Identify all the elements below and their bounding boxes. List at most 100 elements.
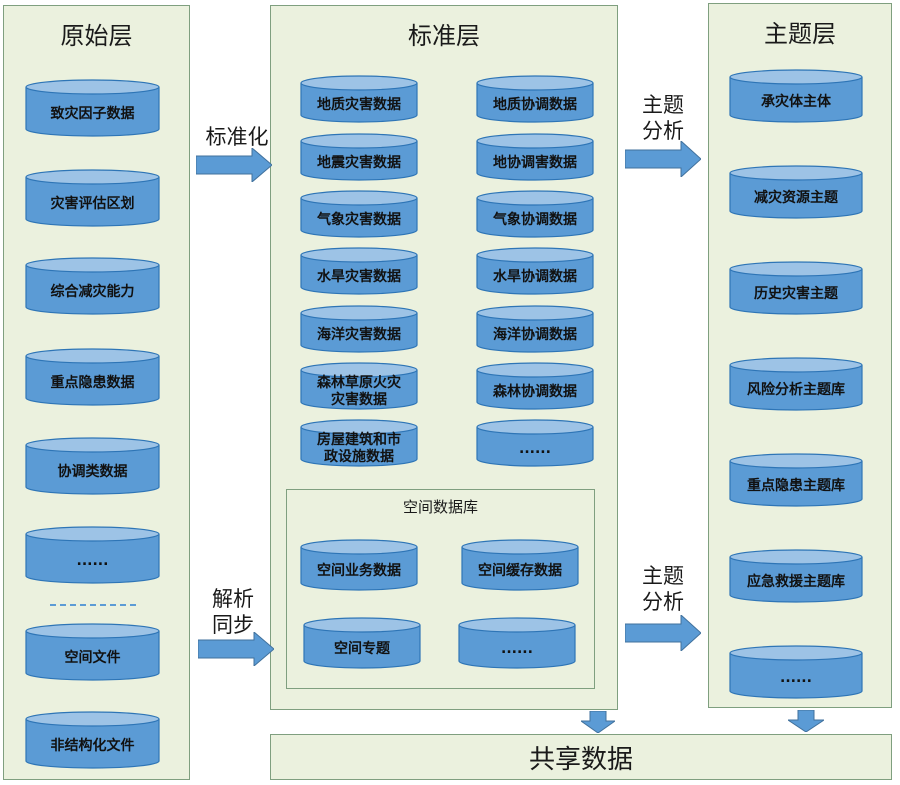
spatial-item-3-label: ...... (501, 640, 533, 657)
standardize-label: 标准化 (205, 125, 269, 149)
sync-label: 同步 (212, 613, 254, 637)
database-cylinder-icon (729, 261, 863, 315)
spatial-item-0: 空间业务数据 (300, 539, 418, 591)
raw-item-0: 致灾因子数据 (25, 79, 160, 137)
spatial-item-2: 空间专题 (303, 617, 421, 669)
standard-right-item-3: 水旱协调数据 (476, 247, 594, 295)
parse-sync-label: 解析 同步 (208, 586, 258, 638)
standard-left-item-2: 气象灾害数据 (300, 190, 418, 238)
standard-left-item-1: 地震灾害数据 (300, 133, 418, 181)
raw-layer-title: 原始层 (60, 22, 133, 50)
database-cylinder-icon (300, 247, 418, 295)
database-cylinder-icon (25, 348, 160, 406)
standard-right-item-2-label: 气象协调数据 (493, 211, 577, 228)
theme-item-4: 重点隐患主题库 (729, 453, 863, 507)
theme-item-2: 历史灾害主题 (729, 261, 863, 315)
raw-item-4: 协调类数据 (25, 437, 160, 495)
standard-left-item-6: 房屋建筑和市政设施数据 (300, 419, 418, 467)
raw-item-1-label: 灾害评估区划 (50, 195, 135, 212)
raw-item-7-label: 非结构化文件 (50, 737, 135, 754)
raw-item-2: 综合减灾能力 (25, 257, 160, 315)
spatial-item-3: ...... (458, 617, 576, 669)
standard-right-item-0: 地质协调数据 (476, 75, 594, 123)
standard-right-item-4-label: 海洋协调数据 (493, 326, 577, 343)
database-cylinder-icon (461, 539, 579, 591)
spatial-database-title: 空间数据库 (402, 498, 478, 516)
database-cylinder-icon (25, 257, 160, 315)
theme-item-3: 风险分析主题库 (729, 357, 863, 411)
database-cylinder-icon (25, 623, 160, 681)
database-cylinder-icon (729, 69, 863, 123)
standard-right-item-0-label: 地质协调数据 (493, 96, 577, 113)
database-cylinder-icon (25, 169, 160, 227)
database-cylinder-icon (25, 526, 160, 584)
theme-to-shared-arrow-icon (786, 709, 826, 733)
theme-item-1: 减灾资源主题 (729, 165, 863, 219)
standard-right-item-1: 地协调害数据 (476, 133, 594, 181)
theme-analysis-arrow-bottom-icon (624, 613, 702, 653)
raw-item-6-label: 空间文件 (64, 649, 121, 666)
database-cylinder-icon (476, 247, 594, 295)
database-cylinder-icon (729, 357, 863, 411)
standard-left-item-1-label: 地震灾害数据 (317, 154, 401, 171)
raw-item-7: 非结构化文件 (25, 711, 160, 769)
database-cylinder-icon (25, 711, 160, 769)
standard-left-item-5: 森林草原火灾灾害数据 (300, 362, 418, 410)
database-cylinder-icon (729, 453, 863, 507)
analysis-label-bottom: 分析 (642, 590, 684, 614)
shared-data-panel: 共享数据 (270, 734, 892, 780)
theme-layer-title: 主题层 (764, 20, 836, 48)
theme-analysis-arrow-top-icon (624, 139, 702, 179)
database-cylinder-icon (300, 362, 418, 410)
analysis-label-top: 分析 (642, 119, 684, 143)
database-cylinder-icon (729, 645, 863, 699)
standard-left-item-0-label: 地质灾害数据 (317, 96, 401, 113)
theme-item-3-label: 风险分析主题库 (747, 381, 845, 398)
raw-item-0-label: 致灾因子数据 (50, 105, 135, 122)
standard-left-item-3-label: 水旱灾害数据 (317, 268, 401, 285)
standard-left-item-2-label: 气象灾害数据 (317, 211, 401, 228)
database-cylinder-icon (476, 419, 594, 467)
database-cylinder-icon (303, 617, 421, 669)
spatial-database-panel: 空间数据库 (286, 489, 595, 689)
standard-left-item-3: 水旱灾害数据 (300, 247, 418, 295)
spatial-item-0-label: 空间业务数据 (317, 562, 401, 579)
spatial-item-2-label: 空间专题 (334, 640, 390, 657)
raw-item-6: 空间文件 (25, 623, 160, 681)
standard-right-item-5-label: 森林协调数据 (493, 383, 577, 400)
parse-sync-arrow-icon (197, 630, 275, 668)
database-cylinder-icon (476, 133, 594, 181)
spatial-item-1-label: 空间缓存数据 (478, 562, 562, 579)
raw-item-5-label: ...... (76, 552, 109, 569)
database-cylinder-icon (300, 133, 418, 181)
database-cylinder-icon (300, 539, 418, 591)
standard-right-item-5: 森林协调数据 (476, 362, 594, 410)
theme-item-5-label: 应急救援主题库 (747, 573, 845, 590)
database-cylinder-icon (300, 75, 418, 123)
raw-item-3-label: 重点隐患数据 (50, 374, 135, 391)
raw-separator-dash (50, 604, 136, 606)
database-cylinder-icon (729, 165, 863, 219)
parse-label: 解析 (212, 587, 254, 611)
theme-item-0: 承灾体主体 (729, 69, 863, 123)
standard-layer-panel: 标准层 (270, 5, 618, 710)
standard-left-item-5-label: 森林草原火灾灾害数据 (317, 375, 401, 408)
database-cylinder-icon (476, 75, 594, 123)
standard-left-item-6-label: 房屋建筑和市政设施数据 (317, 432, 401, 465)
database-cylinder-icon (300, 190, 418, 238)
standard-right-item-6-label: ...... (519, 440, 551, 457)
theme-label-top: 主题 (642, 93, 684, 117)
database-cylinder-icon (25, 79, 160, 137)
standard-left-item-0: 地质灾害数据 (300, 75, 418, 123)
database-cylinder-icon (300, 305, 418, 353)
shared-data-label: 共享数据 (528, 744, 633, 775)
theme-label-bottom: 主题 (642, 564, 684, 588)
theme-item-6: ...... (729, 645, 863, 699)
theme-item-2-label: 历史灾害主题 (754, 285, 838, 302)
standard-right-item-1-label: 地协调害数据 (493, 154, 577, 171)
standard-right-item-3-label: 水旱协调数据 (493, 268, 577, 285)
database-cylinder-icon (300, 419, 418, 467)
standard-layer-title: 标准层 (408, 22, 480, 50)
raw-item-4-label: 协调类数据 (57, 463, 128, 480)
database-cylinder-icon (729, 549, 863, 603)
